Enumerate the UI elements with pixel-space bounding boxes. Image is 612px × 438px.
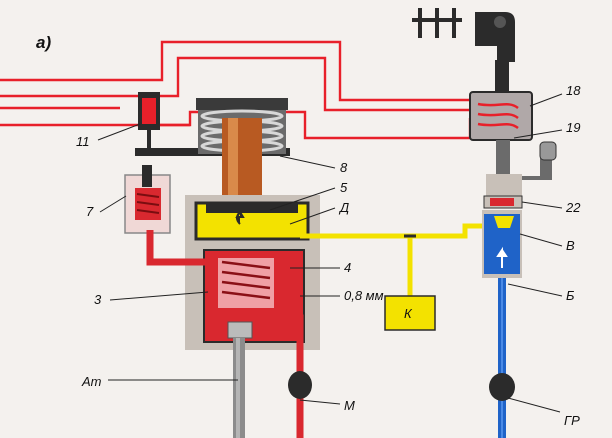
label-d: Д [338,200,349,215]
air-line [300,223,492,298]
label-k: К [404,306,413,321]
label-19: 19 [566,120,580,135]
label-gap: 0,8 мм [344,288,384,303]
figure-label: а) [36,33,51,52]
chamber-7 [124,165,171,234]
bottom-pipes [233,338,515,438]
label-11: 11 [76,134,90,149]
solenoid-coil [196,98,288,202]
switch-11 [138,92,160,152]
label-22: 22 [565,200,581,215]
label-v: В [566,238,575,253]
right-valve-assembly [412,8,557,438]
label-gr: ГР [564,413,580,428]
label-at: Ат [81,374,102,389]
leader-lines [97,93,563,413]
label-8: 8 [340,160,348,175]
label-b: Б [566,288,575,303]
label-4: 4 [344,260,351,275]
oil-line [146,230,304,438]
label-3: 3 [94,292,102,307]
label-18: 18 [566,83,581,98]
label-m: М [344,398,355,413]
label-7: 7 [86,204,94,219]
label-5: 5 [340,180,348,195]
reservoir-k [384,295,436,331]
